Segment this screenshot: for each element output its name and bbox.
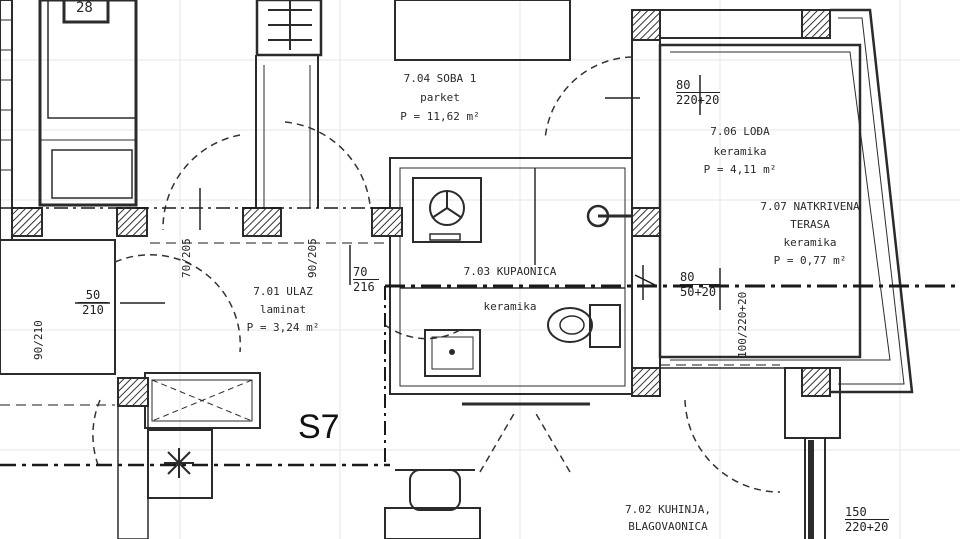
- dim-rot-90-210: 90/210: [32, 320, 45, 360]
- unit-label: S7: [298, 408, 340, 446]
- dim-70-216-bottom: 216: [353, 280, 375, 294]
- dim-rot-90-205: 90/205: [306, 238, 319, 278]
- dim-80-200-bottom: 50+20: [680, 285, 717, 299]
- dim-80-220-top: 80: [676, 78, 691, 92]
- room-label-terasa-floor: keramika: [783, 236, 837, 249]
- dimension-ticks: [75, 75, 721, 310]
- axis-lines: [0, 207, 960, 467]
- dim-150-bottom: 220+20: [845, 520, 889, 534]
- room-label-loda-floor: keramika: [713, 145, 767, 158]
- room-label-ulaz-name: 7.01 ULAZ: [253, 285, 313, 298]
- dim-rot-70-205: 70/205: [180, 238, 193, 278]
- fixtures: [384, 177, 632, 539]
- room-label-kupaonica-floor: keramika: [483, 300, 537, 313]
- room-label-kuhinja-name2: BLAGOVAONICA: [628, 520, 708, 533]
- dim-rot-100-220: 100/220+20: [736, 291, 749, 358]
- walls: [0, 0, 914, 539]
- room-label-kuhinja-name: 7.02 KUHINJA,: [624, 503, 712, 516]
- room-label-ulaz-floor: laminat: [259, 303, 307, 316]
- structural-columns: [11, 9, 831, 407]
- number-box-label: 28: [76, 0, 93, 16]
- room-label-soba-area: P = 11,62 m²: [400, 110, 480, 123]
- room-label-soba-floor: parket: [420, 91, 460, 104]
- room-label-terasa-name2: TERASA: [790, 218, 830, 231]
- dim-80-220-bottom: 220+20: [676, 93, 720, 107]
- room-label-soba-name: 7.04 SOBA 1: [403, 72, 477, 85]
- room-label-kupaonica-name: 7.03 KUPAONICA: [463, 265, 557, 278]
- dim-50-210-bottom: 210: [82, 303, 104, 317]
- room-label-loda-name: 7.06 LOĐA: [710, 125, 770, 138]
- room-label-loda-area: P = 4,11 m²: [703, 163, 777, 176]
- dim-70-216-top: 70: [353, 265, 368, 279]
- dim-80-200-top: 80: [680, 270, 695, 284]
- door-swings: [92, 56, 781, 493]
- dim-50-210-top: 50: [85, 288, 101, 302]
- room-label-terasa-name: 7.07 NATKRIVENA: [760, 200, 860, 213]
- dim-150-top: 150: [845, 505, 867, 519]
- room-label-terasa-area: P = 0,77 m²: [773, 254, 847, 267]
- room-label-ulaz-area: P = 3,24 m²: [246, 321, 320, 334]
